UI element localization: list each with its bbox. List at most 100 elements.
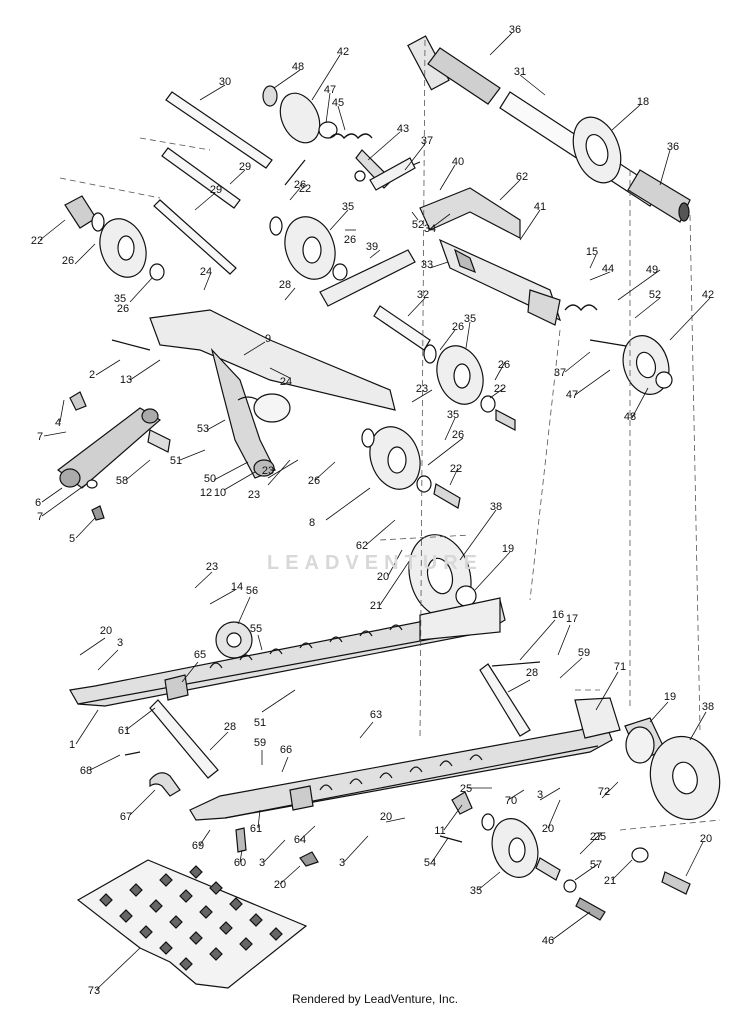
- callout-36: 36: [667, 141, 679, 153]
- callout-50: 50: [204, 473, 216, 485]
- callout-51: 51: [254, 717, 266, 729]
- callout-19: 19: [502, 543, 514, 555]
- callout-29: 29: [239, 161, 251, 173]
- callout-7: 7: [37, 431, 43, 443]
- callout-36: 36: [509, 24, 521, 36]
- callout-41: 41: [534, 201, 546, 213]
- callout-23: 23: [262, 465, 274, 477]
- upper-shafts: [153, 91, 306, 275]
- callout-69: 69: [192, 840, 204, 852]
- callout-16: 16: [552, 609, 564, 621]
- callout-42: 42: [337, 46, 349, 58]
- callout-28: 28: [279, 279, 291, 291]
- callout-29: 29: [210, 184, 222, 196]
- callout-38: 38: [702, 701, 714, 713]
- callout-23: 23: [248, 489, 260, 501]
- callout-61: 61: [250, 823, 262, 835]
- callout-19: 19: [664, 691, 676, 703]
- callout-30: 30: [219, 76, 231, 88]
- callout-71: 71: [614, 661, 626, 673]
- callout-5: 5: [69, 533, 75, 545]
- callout-20: 20: [377, 571, 389, 583]
- callout-20: 20: [700, 833, 712, 845]
- callout-21: 21: [370, 600, 382, 612]
- callout-26: 26: [294, 179, 306, 191]
- callout-53: 53: [197, 423, 209, 435]
- callout-47: 47: [566, 389, 578, 401]
- callout-12: 12: [200, 487, 212, 499]
- right-slide-rail: [189, 697, 621, 821]
- hyfax-wear-pad: [76, 859, 308, 989]
- callout-67: 67: [120, 811, 132, 823]
- callout-35: 35: [470, 885, 482, 897]
- rear-idler-wheel-lower: [624, 717, 721, 895]
- mid-idler-wheels: [361, 344, 516, 509]
- leader-lines: [39, 32, 711, 991]
- callout-24: 24: [280, 376, 292, 388]
- callout-59: 59: [578, 647, 590, 659]
- callout-68: 68: [80, 765, 92, 777]
- callout-61: 61: [118, 725, 130, 737]
- callout-15: 15: [586, 246, 598, 258]
- callout-28: 28: [224, 721, 236, 733]
- callout-25: 25: [460, 783, 472, 795]
- callout-46: 46: [542, 935, 554, 947]
- callout-26: 26: [117, 303, 129, 315]
- callout-34: 34: [424, 223, 436, 235]
- link-arm: [57, 407, 171, 521]
- phantom-lines: [59, 39, 721, 831]
- callout-59: 59: [254, 737, 266, 749]
- lower-idler-wheel: [439, 791, 606, 921]
- callout-9: 9: [265, 333, 271, 345]
- callout-7: 7: [37, 511, 43, 523]
- callout-42: 42: [702, 289, 714, 301]
- callout-54: 54: [424, 857, 436, 869]
- callout-23: 23: [206, 561, 218, 573]
- callout-20: 20: [380, 811, 392, 823]
- callout-64: 64: [294, 834, 306, 846]
- callout-14: 14: [231, 581, 243, 593]
- callout-38: 38: [490, 501, 502, 513]
- small-hardware-left: [124, 751, 319, 867]
- callout-48: 48: [292, 61, 304, 73]
- callout-37: 37: [554, 367, 566, 379]
- callout-52: 52: [412, 219, 424, 231]
- callout-56: 56: [246, 585, 258, 597]
- callout-26: 26: [452, 429, 464, 441]
- callout-73: 73: [88, 985, 100, 997]
- callout-20: 20: [100, 625, 112, 637]
- callout-45: 45: [332, 97, 344, 109]
- callout-11: 11: [434, 825, 445, 837]
- callout-18: 18: [637, 96, 649, 108]
- callout-35: 35: [447, 409, 459, 421]
- callout-55: 55: [250, 623, 262, 635]
- callout-33: 33: [421, 259, 433, 271]
- callout-10: 10: [214, 487, 226, 499]
- rear-torque-arm: [369, 157, 598, 326]
- callout-35: 35: [114, 293, 126, 305]
- callout-17: 17: [566, 613, 578, 625]
- callout-21: 21: [604, 875, 616, 887]
- front-arm-shock: [69, 309, 396, 479]
- callout-3: 3: [117, 637, 123, 649]
- callout-3: 3: [259, 857, 265, 869]
- callout-65: 65: [194, 649, 206, 661]
- callout-22: 22: [450, 463, 462, 475]
- callout-6: 6: [35, 497, 41, 509]
- footer-credit: Rendered by LeadVenture, Inc.: [291, 992, 459, 1006]
- callout-63: 63: [370, 709, 382, 721]
- callout-47: 47: [324, 84, 336, 96]
- callout-31: 31: [514, 66, 526, 78]
- callout-26: 26: [62, 255, 74, 267]
- drawing-parts: [39, 32, 721, 991]
- callout-37: 37: [421, 135, 433, 147]
- callout-28: 28: [526, 667, 538, 679]
- callout-26: 26: [452, 321, 464, 333]
- callout-43: 43: [397, 123, 409, 135]
- callout-3: 3: [339, 857, 345, 869]
- callout-58: 58: [116, 475, 128, 487]
- callout-57: 57: [590, 859, 602, 871]
- callout-35: 35: [464, 313, 476, 325]
